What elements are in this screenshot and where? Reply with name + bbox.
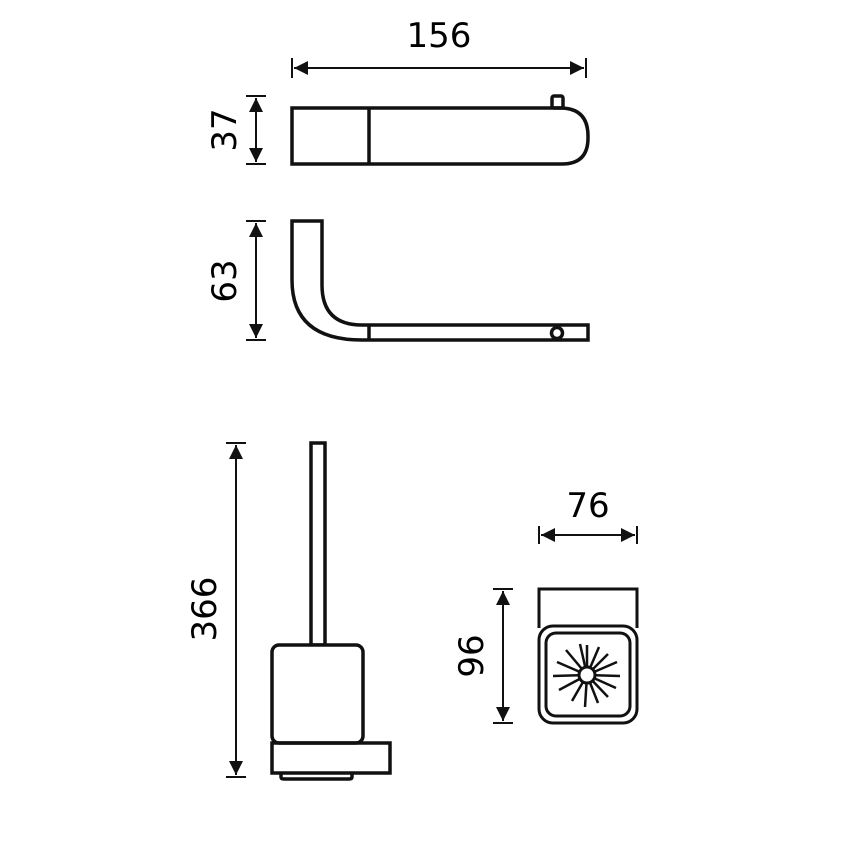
dimension-156: 156 xyxy=(291,16,587,78)
brush-holder-top-view xyxy=(537,587,639,725)
dimension-label-156: 156 xyxy=(407,16,472,56)
paper-holder-side-view xyxy=(290,219,590,342)
dimension-37: 37 xyxy=(205,95,266,165)
toilet-brush-front-view xyxy=(270,441,392,781)
dimension-63: 63 xyxy=(205,220,266,341)
paper-holder-top-view xyxy=(290,94,590,166)
dimension-label-63: 63 xyxy=(205,259,245,302)
dimension-96: 96 xyxy=(452,588,513,724)
dimension-label-96: 96 xyxy=(452,634,492,677)
bristles-icon xyxy=(552,643,621,708)
dimension-label-76: 76 xyxy=(566,486,609,526)
dimension-label-37: 37 xyxy=(205,108,245,151)
dimension-label-366: 366 xyxy=(185,577,225,642)
dimension-76: 76 xyxy=(538,486,638,544)
dimension-366: 366 xyxy=(185,442,246,778)
